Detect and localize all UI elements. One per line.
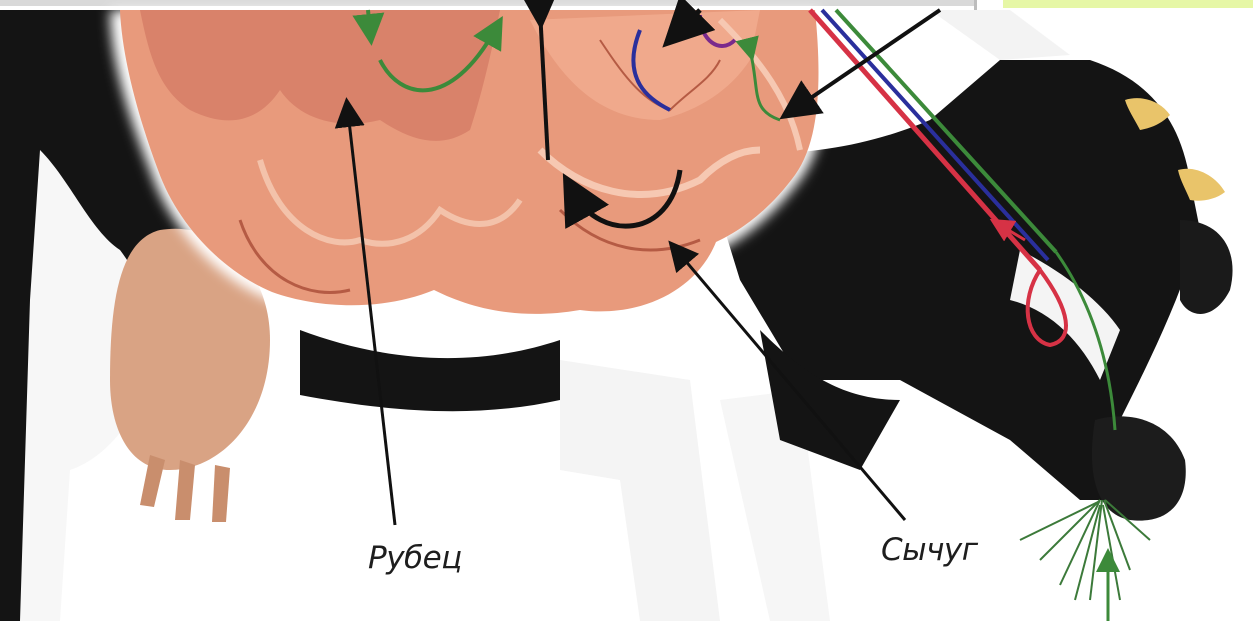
label-rumen: Рубец bbox=[368, 540, 462, 576]
label-abomasum: Сычуг bbox=[881, 532, 978, 568]
